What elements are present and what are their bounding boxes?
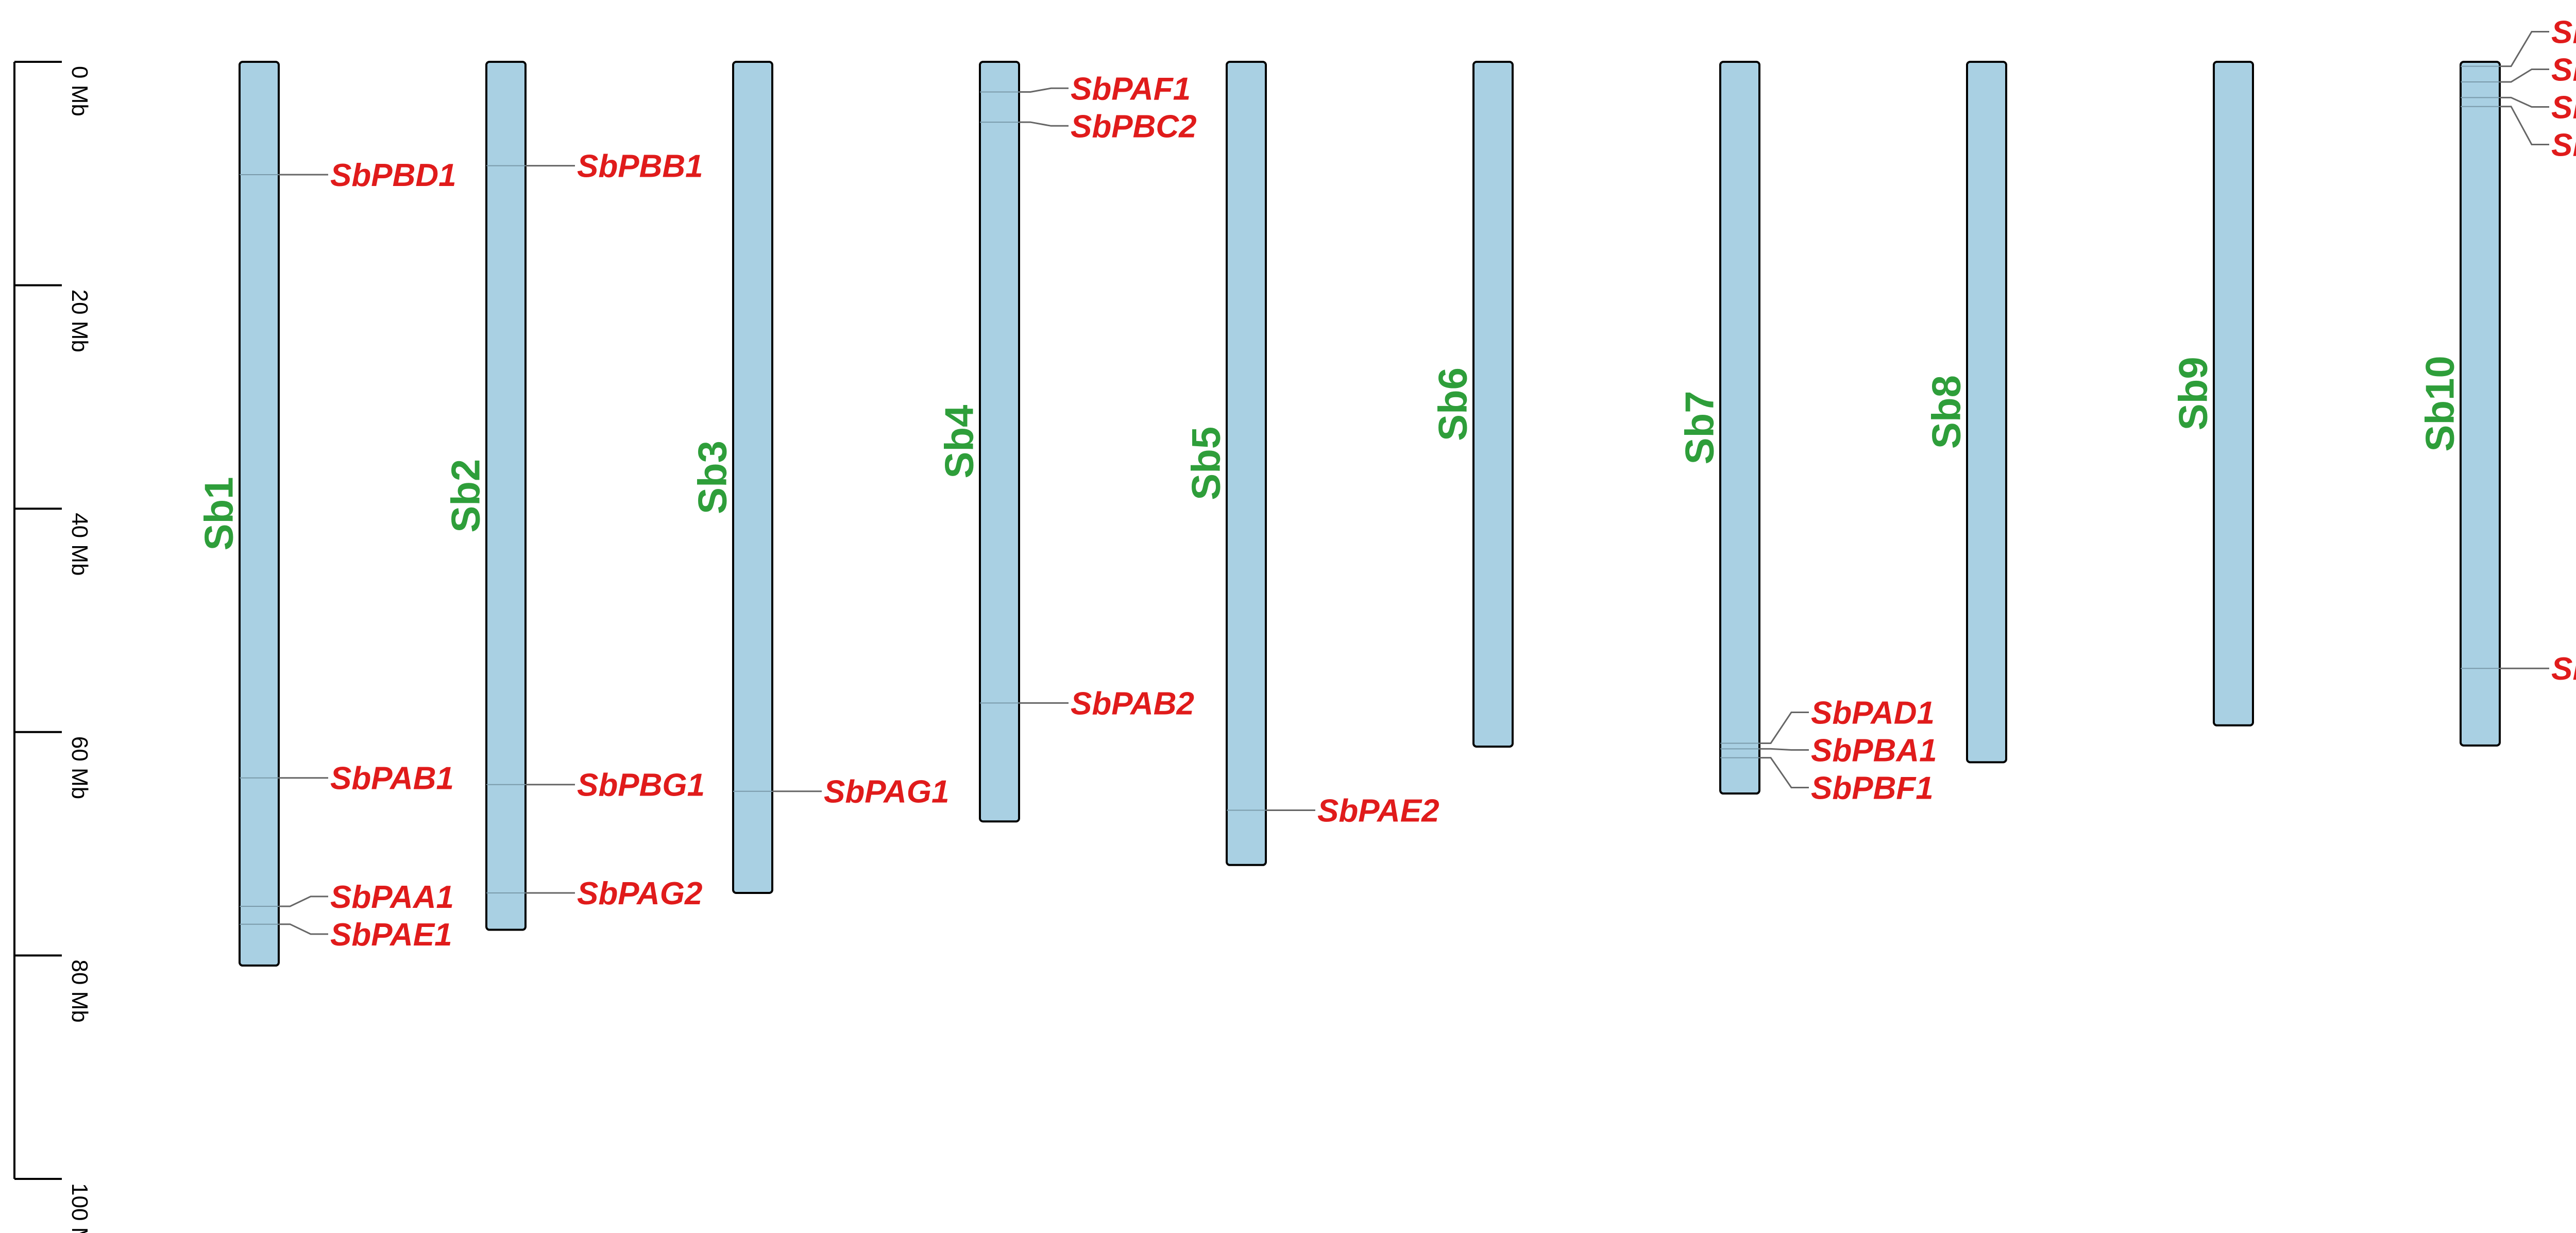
gene-label: SbPBB1 (577, 149, 703, 184)
gene-label: SbPBD1 (330, 158, 456, 193)
chromosomes: Sb1SbPBD1SbPAB1SbPAA1SbPAE1Sb2SbPBB1SbPB… (196, 14, 2576, 967)
chromosome-bar (1472, 61, 1514, 748)
gene-label: SbPBA1 (1811, 733, 1937, 768)
chromosome-label: Sb9 (2171, 357, 2216, 430)
chromosome-bar (2460, 61, 2501, 747)
gene-leader-line (2500, 68, 2549, 83)
scale-tick-label: 100 Mb (67, 1183, 92, 1233)
gene-label: SbPBG1 (577, 768, 705, 803)
chromosome-sb6: Sb6 (1430, 61, 1514, 748)
chromosome-bar (1966, 61, 2007, 764)
gene-leader-line (1759, 757, 1809, 788)
chromosome-label: Sb6 (1430, 367, 1476, 441)
gene-label: SbPAE1 (330, 917, 452, 953)
gene-label: SbPBC2 (1071, 109, 1197, 144)
chromosome-label: Sb7 (1677, 391, 1722, 464)
gene-leader-line (279, 923, 328, 935)
gene-label: SbPAB2 (1071, 686, 1194, 721)
gene-label: SbPBC1 (2551, 651, 2576, 687)
gene-label: SbPBB2 (2551, 14, 2576, 50)
gene-label: SbPBE1 (2551, 90, 2576, 125)
chromosome-bar (485, 61, 527, 931)
chromosome-label: Sb10 (2417, 356, 2463, 451)
chromosome-sb8: Sb8 (1924, 61, 2007, 764)
gene-leader-line (2500, 30, 2549, 67)
gene-leader-line (1759, 711, 1809, 744)
chromosome-bar (1226, 61, 1267, 866)
scale-tick-label: 40 Mb (67, 513, 92, 576)
gene-leader-line (1019, 87, 1069, 93)
gene-label: SbPBF1 (1811, 770, 1934, 806)
chromosome-label: Sb8 (1924, 375, 1969, 449)
gene-label: SbPAG2 (577, 876, 702, 911)
gene-leader-line (279, 896, 328, 907)
scale-tick-label: 0 Mb (67, 66, 92, 116)
chromosome-bar (2213, 61, 2254, 727)
chromosome-sb10: Sb10 SbPBB2SbPBA2SbPBE1SbPAC1SbPBC1 (2417, 14, 2576, 747)
chromosome-bar (239, 61, 280, 967)
scale-tick-label: 20 Mb (67, 290, 92, 352)
gene-leader-line (2500, 106, 2549, 145)
gene-label: SbPBA2 (2551, 52, 2576, 88)
chromosome-bar (1719, 61, 1760, 795)
gene-label: SbPAC1 (2551, 127, 2576, 163)
gene-label: SbPAD1 (1811, 695, 1935, 731)
chromosome-label: Sb2 (443, 459, 488, 533)
gene-leader-line (1759, 748, 1809, 751)
gene-label: SbPAB1 (330, 761, 454, 797)
chromosome-bar (979, 61, 1020, 823)
gene-label: SbPAA1 (330, 880, 454, 915)
gene-label: SbPAF1 (1071, 71, 1191, 107)
chromosome-label: Sb4 (937, 405, 982, 479)
chromosome-sb9: Sb9 (2171, 61, 2254, 727)
chromosome-bar (732, 61, 773, 894)
gene-label: SbPAG1 (824, 774, 949, 810)
scale-tick-label: 80 Mb (67, 959, 92, 1022)
scale-axis: 0 Mb 20 Mb 40 Mb 60 Mb 80 Mb 100 Mb (13, 61, 92, 1233)
scale-tick-label: 60 Mb (67, 736, 92, 799)
chromosome-label: Sb5 (1183, 427, 1229, 500)
gene-leader-line (1019, 121, 1069, 127)
gene-label: SbPAE2 (1317, 793, 1439, 829)
gene-leader-line (2500, 96, 2549, 108)
chromosome-label: Sb3 (690, 441, 735, 514)
chromosome-label: Sb1 (196, 477, 242, 550)
